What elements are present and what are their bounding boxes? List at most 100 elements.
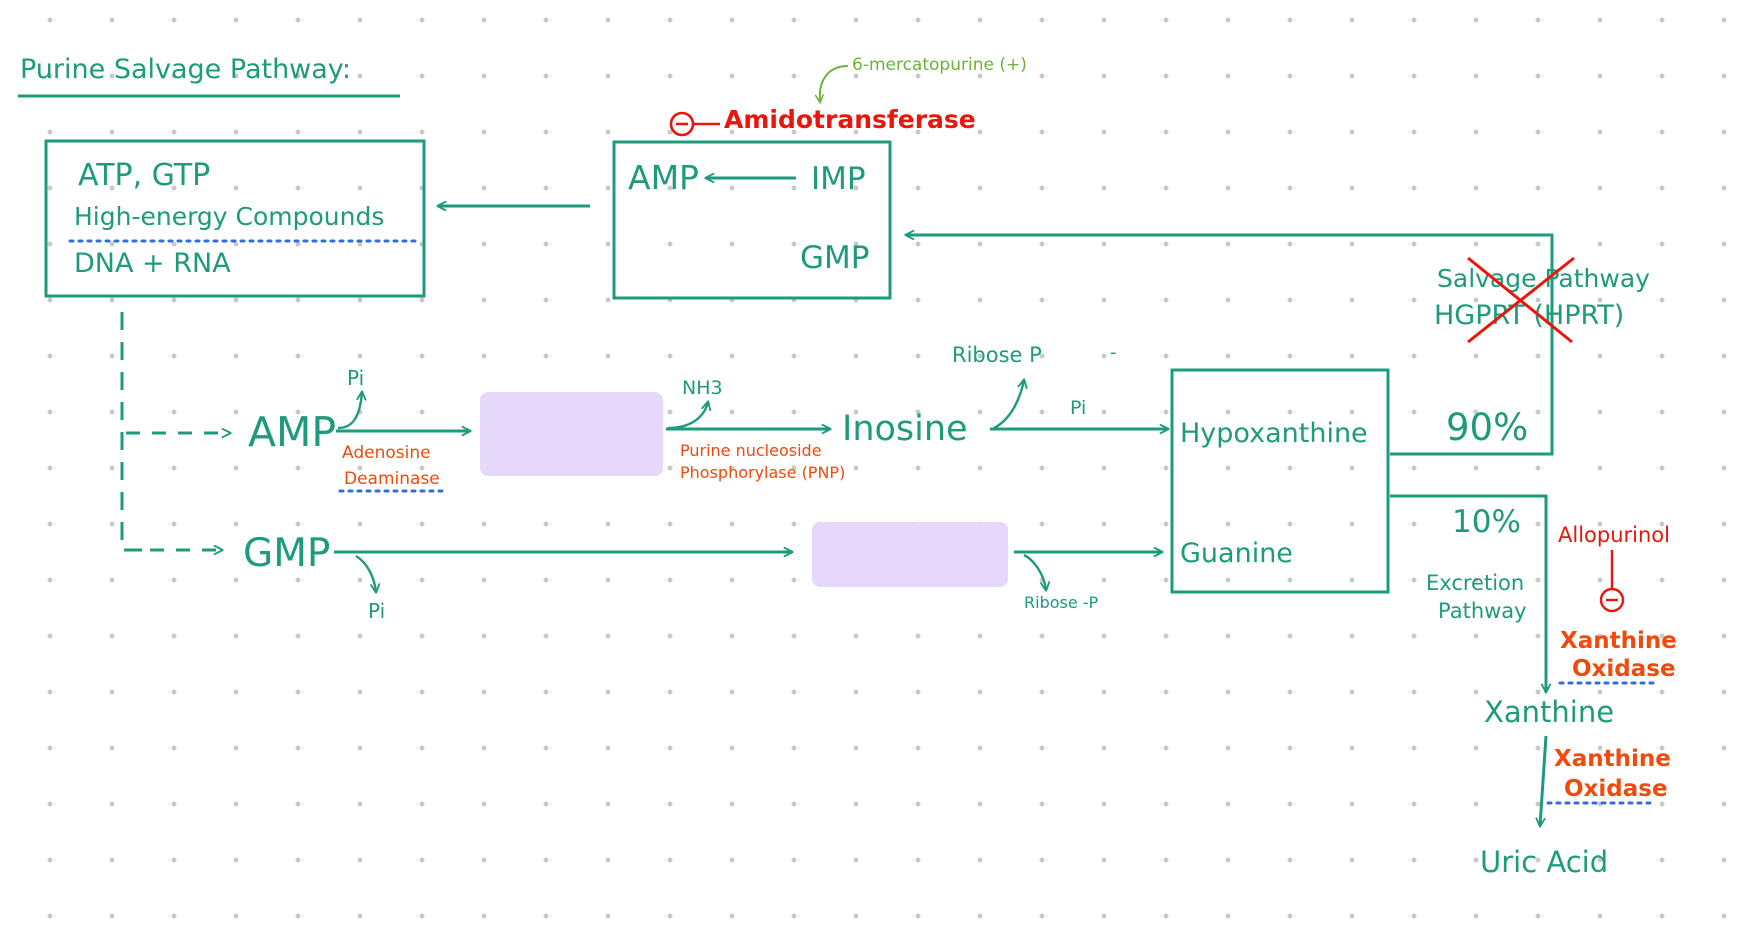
grid-dot — [1101, 409, 1107, 415]
grid-dot — [295, 801, 301, 807]
grid-dot — [1721, 185, 1727, 191]
xanthine-oxidase-1-label-1: Xanthine — [1560, 628, 1677, 654]
grid-dot — [1597, 17, 1603, 23]
grid-dot — [1659, 353, 1665, 359]
grid-dot — [419, 857, 425, 863]
grid-dot — [1597, 745, 1603, 751]
grid-dot — [1349, 409, 1355, 415]
grid-dot — [791, 745, 797, 751]
dna-rna-label: DNA + RNA — [74, 248, 231, 279]
grid-dot — [1225, 241, 1231, 247]
adenosine-deaminase-label-1: Adenosine — [342, 443, 431, 463]
grid-dot — [109, 801, 115, 807]
grid-dot — [1473, 185, 1479, 191]
grid-dot — [1721, 577, 1727, 583]
grid-dot — [605, 73, 611, 79]
grid-dot — [233, 73, 239, 79]
grid-dot — [1039, 353, 1045, 359]
grid-dot — [1535, 913, 1541, 919]
gmp-label: GMP — [243, 531, 330, 576]
grid-dot — [171, 17, 177, 23]
grid-dot — [1597, 857, 1603, 863]
grid-dot — [1411, 297, 1417, 303]
grid-dot — [853, 353, 859, 359]
xanthine-oxidase-1-label-2: Oxidase — [1572, 656, 1676, 682]
grid-dot — [667, 73, 673, 79]
grid-dot — [357, 577, 363, 583]
grid-dot — [1411, 745, 1417, 751]
hgprt-label: HGPRT (HPRT) — [1434, 300, 1624, 331]
grid-dot — [1411, 913, 1417, 919]
grid-dot — [977, 689, 983, 695]
grid-dot — [1411, 577, 1417, 583]
grid-dot — [1411, 633, 1417, 639]
grid-dot — [233, 297, 239, 303]
grid-dot — [419, 577, 425, 583]
grid-dot — [1535, 353, 1541, 359]
high-energy-compounds-label: High-energy Compounds — [74, 202, 384, 231]
grid-dot — [791, 633, 797, 639]
xanthine-oxidase-2-label-2: Oxidase — [1564, 776, 1668, 802]
grid-dot — [1101, 17, 1107, 23]
grid-dot — [605, 17, 611, 23]
grid-dot — [357, 521, 363, 527]
salvage-pathway-label: Salvage Pathway — [1437, 264, 1650, 293]
grid-dot — [1659, 577, 1665, 583]
grid-dot — [1163, 633, 1169, 639]
grid-dot — [1101, 577, 1107, 583]
grid-dot — [481, 577, 487, 583]
grid-dot — [1039, 689, 1045, 695]
grid-dot — [109, 857, 115, 863]
grid-dot — [47, 73, 53, 79]
grid-dot — [295, 745, 301, 751]
grid-dot — [1349, 577, 1355, 583]
grid-dot — [295, 17, 301, 23]
grid-dot — [1721, 857, 1727, 863]
grid-dot — [233, 241, 239, 247]
grid-dot — [357, 185, 363, 191]
grid-dot — [1225, 353, 1231, 359]
grid-dot — [1721, 353, 1727, 359]
grid-dot — [1349, 73, 1355, 79]
grid-dot — [853, 801, 859, 807]
grid-dot — [1349, 521, 1355, 527]
grid-dot — [1039, 241, 1045, 247]
grid-dot — [1101, 521, 1107, 527]
grid-dot — [419, 73, 425, 79]
grid-dot — [1039, 73, 1045, 79]
grid-dot — [1349, 633, 1355, 639]
grid-dot — [791, 409, 797, 415]
grid-dot — [233, 185, 239, 191]
grid-dot — [605, 297, 611, 303]
grid-dot — [1287, 17, 1293, 23]
grid-dot — [977, 633, 983, 639]
grid-dot — [1039, 913, 1045, 919]
grid-dot — [977, 129, 983, 135]
grid-dot — [481, 689, 487, 695]
grid-dot — [295, 913, 301, 919]
grid-dot — [109, 73, 115, 79]
grid-dot — [1473, 241, 1479, 247]
grid-dot — [1535, 129, 1541, 135]
grid-dot — [1225, 185, 1231, 191]
salvage-percent-label: 90% — [1446, 406, 1528, 449]
grid-dot — [729, 521, 735, 527]
grid-dot — [1659, 73, 1665, 79]
grid-dot — [1163, 689, 1169, 695]
grid-dot — [109, 521, 115, 527]
grid-dot — [1163, 353, 1169, 359]
grid-dot — [1411, 129, 1417, 135]
grid-dot — [605, 353, 611, 359]
excretion-label-2: Pathway — [1438, 599, 1527, 623]
grid-dot — [1659, 241, 1665, 247]
grid-dot — [1473, 745, 1479, 751]
grid-dot — [915, 913, 921, 919]
grid-dot — [1163, 465, 1169, 471]
grid-dot — [1411, 857, 1417, 863]
box-hypoxanthine-guanine — [1170, 368, 1390, 594]
grid-dot — [1411, 241, 1417, 247]
grid-dot — [481, 857, 487, 863]
grid-dot — [1225, 745, 1231, 751]
grid-dot — [729, 353, 735, 359]
grid-dot — [853, 465, 859, 471]
